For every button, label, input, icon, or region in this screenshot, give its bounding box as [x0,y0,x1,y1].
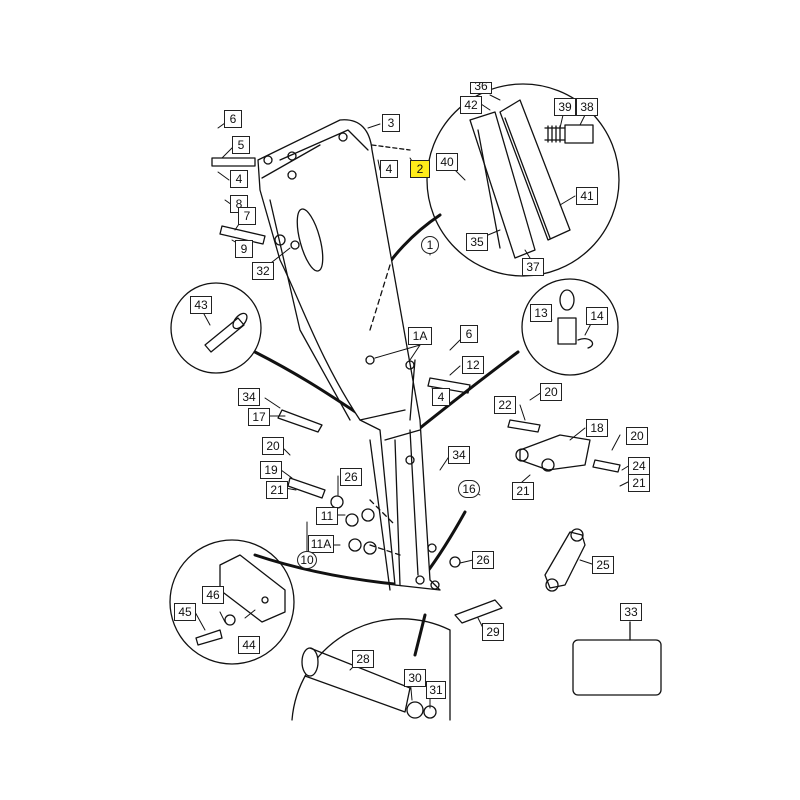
callout-12: 12 [462,356,484,374]
detail-circle-wear-pads [426,83,620,277]
callout-29: 29 [482,623,504,641]
callout-30: 30 [404,669,426,687]
callout-9: 9 [235,240,253,258]
linkage-18 [515,434,591,472]
callout-21: 21 [266,481,288,499]
pin-43 [204,312,248,353]
boom-body [257,119,441,591]
callout-38: 38 [576,98,598,116]
callout-32: 32 [252,262,274,280]
callout-10: 10 [297,551,317,569]
callout-20: 20 [540,383,562,401]
callout-16: 16 [458,480,480,498]
callout-3: 3 [382,114,400,132]
callout-40: 40 [436,153,458,171]
callout-6: 6 [460,325,478,343]
callout-4: 4 [230,170,248,188]
callout-13: 13 [530,304,552,322]
callout-1: 1 [421,236,439,254]
pins-left [211,157,621,499]
box-33 [572,639,662,696]
callout-44: 44 [238,636,260,654]
callout-35: 35 [466,233,488,251]
callout-6: 6 [224,110,242,128]
callout-34: 34 [448,446,470,464]
callout-28: 28 [352,650,374,668]
callout-39: 39 [554,98,576,116]
callout-17: 17 [248,408,270,426]
bolt-38-39 [544,124,594,144]
callout-22: 22 [494,396,516,414]
callout-46: 46 [202,586,224,604]
wear-pad-41 [499,99,571,241]
callout-11a: 11A [308,535,334,553]
callout-34: 34 [238,388,260,406]
callout-37: 37 [522,258,544,276]
callout-14: 14 [586,307,608,325]
link-25 [544,528,586,592]
wear-pad-35 [469,111,536,259]
callout-26: 26 [340,468,362,486]
callout-42: 42 [460,96,482,114]
callout-21: 21 [512,482,534,500]
callout-18: 18 [586,419,608,437]
callout-11: 11 [316,507,338,525]
callout-2-highlighted: 2 [410,160,430,178]
pin-28 [301,647,437,719]
callout-41: 41 [576,187,598,205]
bracket-44 [195,554,286,646]
callout-1a: 1A [408,327,432,345]
callout-43: 43 [190,296,212,314]
callout-25: 25 [592,556,614,574]
detail-circle-pin-28 [291,618,451,721]
callout-45: 45 [174,603,196,621]
callout-5: 5 [232,136,250,154]
callout-33: 33 [620,603,642,621]
callout-4: 4 [432,388,450,406]
detail-circle-pin-13 [521,278,619,376]
pin-13 [557,289,594,349]
callout-20: 20 [626,427,648,445]
callout-31: 31 [426,681,446,699]
plate-29 [454,599,503,624]
callout-36: 36 [470,82,492,94]
callout-26: 26 [472,551,494,569]
callout-21: 21 [628,474,650,492]
detail-circle-bracket-44 [169,539,295,665]
callout-24: 24 [628,457,650,475]
callout-20: 20 [262,437,284,455]
detail-circle-pin-43 [170,282,262,374]
callout-4: 4 [380,160,398,178]
callout-19: 19 [260,461,282,479]
callout-7: 7 [238,207,256,225]
